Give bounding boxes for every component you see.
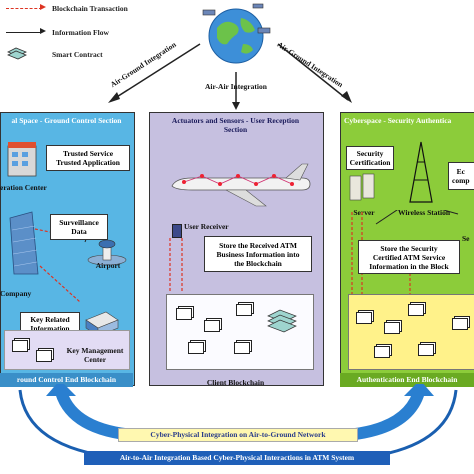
top-integration-arrows — [108, 43, 352, 110]
air-to-air-integration-banner: Air-to-Air Integration Based Cyber-Physi… — [84, 451, 390, 465]
block-icon — [356, 312, 372, 324]
smart-contract-icon — [7, 47, 27, 60]
trusted-service-box: Trusted Service Trusted Application — [46, 145, 130, 171]
user-receiver-device-icon — [172, 224, 182, 238]
legend-label: Smart Contract — [52, 49, 103, 59]
legend-label: Blockchain Transaction — [52, 3, 128, 13]
block-icon — [36, 350, 52, 362]
legend-label: Information Flow — [52, 27, 109, 37]
building-icon — [7, 142, 37, 177]
airport-label: Airport — [95, 261, 121, 270]
wireless-tower-icon — [409, 141, 433, 203]
globe-satellite-icon — [202, 3, 271, 64]
surveillance-data-box: Surveillance Data — [50, 214, 108, 240]
legend-smart-contract: Smart Contract — [6, 47, 103, 60]
block-icon — [374, 346, 390, 358]
air-air-label: Air-Air Integration — [205, 82, 267, 91]
ground-control-footer: round Control End Blockchain — [0, 373, 133, 387]
user-receiver-label: User Receiver — [184, 222, 229, 231]
block-icon — [452, 318, 468, 330]
block-icon — [384, 322, 400, 334]
store-received-box: Store the Received ATM Business Informat… — [204, 236, 312, 272]
airport-tower-icon — [87, 239, 127, 266]
block-icon — [188, 342, 204, 354]
se-label: Se — [462, 234, 470, 243]
wireless-station-label: Wireless Station — [397, 208, 451, 217]
ec-comp-box: Ec comp — [448, 162, 474, 190]
authentication-footer: Authentication End Blockchain — [340, 373, 474, 387]
legend-blockchain-transaction: Blockchain Transaction — [6, 2, 128, 14]
client-blockchain-label: Client Blockchain — [206, 378, 265, 387]
aircraft-sensors-icon — [171, 163, 311, 207]
block-icon — [236, 304, 252, 316]
security-authentication-title: Cyberspace - Security Authentica — [344, 116, 452, 125]
store-certified-box: Store the Security Certified ATM Service… — [358, 240, 460, 274]
operation-center-label: eration Center — [0, 183, 47, 192]
cyber-physical-integration-banner: Cyber-Physical Integration on Air-to-Gro… — [118, 428, 358, 442]
legend-information-flow: Information Flow — [6, 26, 109, 38]
ground-control-title: al Space - Ground Control Section — [11, 116, 122, 125]
security-certification-box: Security Certification — [346, 146, 394, 170]
server-icon — [349, 173, 375, 201]
user-reception-title: Actuators and Sensors - User Reception S… — [171, 116, 300, 134]
key-management-label: Key Management Center — [66, 346, 124, 364]
block-icon — [176, 308, 192, 320]
block-icon — [408, 304, 424, 316]
red-dashed-arrow-icon — [6, 4, 46, 10]
middle-transaction-arrows — [169, 238, 183, 292]
server-label: Server — [353, 208, 375, 217]
block-icon — [418, 344, 434, 356]
smart-contract-stack-icon — [267, 309, 297, 333]
block-icon — [234, 342, 250, 354]
company-label: Company — [0, 289, 32, 298]
skyscraper-icon — [9, 211, 39, 275]
black-arrow-icon — [6, 28, 46, 34]
block-icon — [204, 320, 220, 332]
block-icon — [12, 340, 28, 352]
